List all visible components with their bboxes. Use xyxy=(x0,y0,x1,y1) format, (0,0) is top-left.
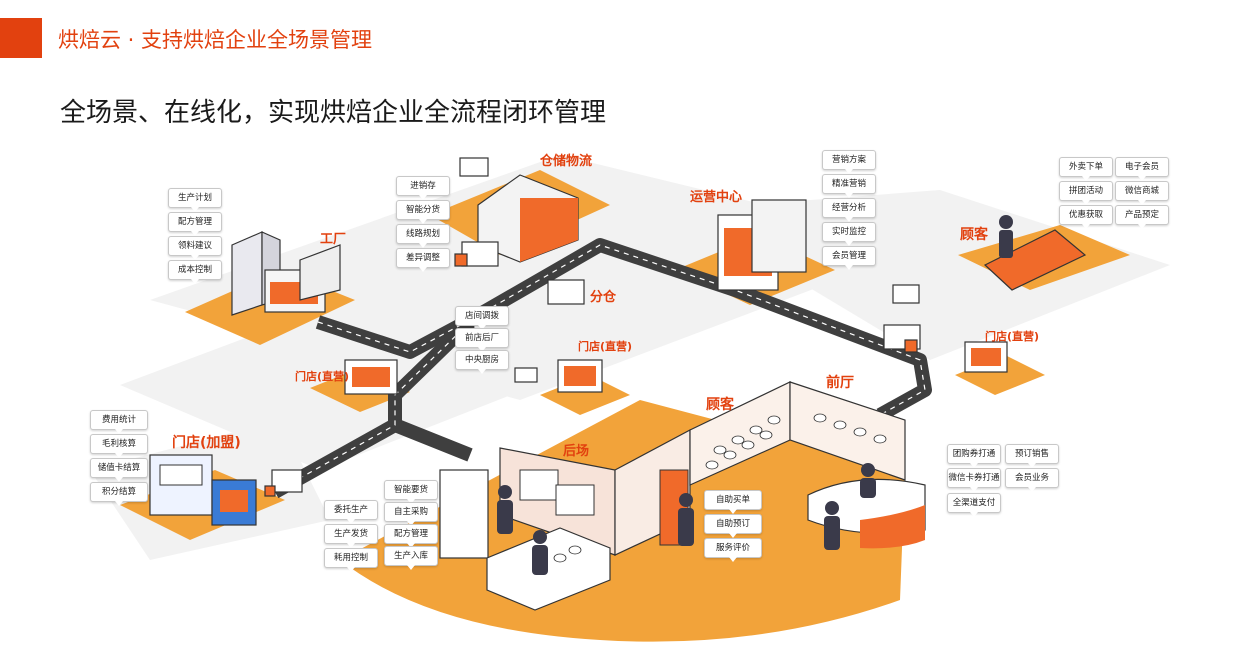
customer-store-tag: 自助预订 xyxy=(704,514,762,538)
back-kitchen-tag: 自主采购 xyxy=(384,502,438,526)
ops-center-tag: 精准营销 xyxy=(822,174,876,198)
bakery-items xyxy=(553,413,887,563)
people xyxy=(497,463,876,575)
branch-warehouse-label: 分仓 xyxy=(590,290,617,305)
back-kitchen-tag: 配方管理 xyxy=(384,524,438,548)
ops-center-tag: 营销方案 xyxy=(822,150,876,174)
store-direct-tag: 店间调拨 xyxy=(455,306,509,330)
factory-tag: 生产计划 xyxy=(168,188,222,212)
front-hall-label: 前厅 xyxy=(826,375,854,391)
store-direct-left-label: 门店(直营) xyxy=(295,370,350,383)
customer-online-tag: 优惠获取 xyxy=(1059,205,1113,229)
customer-online-tag: 产品预定 xyxy=(1115,205,1169,229)
warehouse-tag: 线路规划 xyxy=(396,224,450,248)
franchise-tag: 积分结算 xyxy=(90,482,148,506)
warehouse-building xyxy=(459,157,579,263)
franchise-tag: 毛利核算 xyxy=(90,434,148,458)
ops-center-tag: 经营分析 xyxy=(822,198,876,222)
factory-label: 工厂 xyxy=(320,232,347,247)
front-hall-tag: 全渠道支付 xyxy=(947,493,1001,517)
warehouse-label: 仓储物流 xyxy=(540,154,593,169)
front-hall-walls xyxy=(659,381,906,546)
store-direct-center-label: 门店(直营) xyxy=(578,340,633,353)
store-direct-tag: 中央厨房 xyxy=(455,350,509,374)
franchise-tag: 费用统计 xyxy=(90,410,148,434)
direct-store-buildings xyxy=(344,284,1008,395)
road-dashes xyxy=(274,244,926,493)
back-kitchen-label: 后场 xyxy=(563,444,590,459)
header-title: 烘焙云 · 支持烘焙企业全场景管理 xyxy=(58,28,373,52)
header-accent-bar xyxy=(0,18,42,58)
customer-store-tag: 服务评价 xyxy=(704,538,762,562)
factory-tag: 领料建议 xyxy=(168,236,222,260)
store-direct-tag: 前店后厂 xyxy=(455,328,509,352)
customer-online-tag: 微信商城 xyxy=(1115,181,1169,205)
page-subtitle: 全场景、在线化，实现烘焙企业全流程闭环管理 xyxy=(60,98,607,128)
back-kitchen-tag: 耗用控制 xyxy=(324,548,378,572)
front-hall-tag: 微信卡券打通 xyxy=(947,468,1001,492)
back-kitchen-tag: 智能要货 xyxy=(384,480,438,504)
store-franchise-label: 门店(加盟) xyxy=(172,435,241,451)
customer-online-tag: 外卖下单 xyxy=(1059,157,1113,181)
warehouse-tag: 差异调整 xyxy=(396,248,450,272)
ops-center-tag: 实时监控 xyxy=(822,222,876,246)
warehouse-tag: 进销存 xyxy=(396,176,450,200)
back-kitchen-tag: 生产入库 xyxy=(384,546,438,570)
factory-tag: 配方管理 xyxy=(168,212,222,236)
customer-online-tag: 拼团活动 xyxy=(1059,181,1113,205)
store-direct-right-label: 门店(直营) xyxy=(985,330,1040,343)
ops-center-label: 运营中心 xyxy=(690,190,743,205)
ops-center-building xyxy=(717,199,807,291)
delivery-trucks xyxy=(264,241,921,497)
customer-store-tag: 自助买单 xyxy=(704,490,762,514)
customer-store-label: 顾客 xyxy=(706,397,734,413)
online-customer-phone xyxy=(983,215,1087,291)
customer-online-tag: 电子会员 xyxy=(1115,157,1169,181)
warehouse-tag: 智能分货 xyxy=(396,200,450,224)
back-kitchen-tag: 生产发货 xyxy=(324,524,378,548)
front-hall-tag: 预订销售 xyxy=(1005,444,1059,468)
branch-warehouse-building xyxy=(547,279,585,305)
customer-online-label: 顾客 xyxy=(960,227,988,243)
factory-buildings xyxy=(231,231,341,316)
factory-tag: 成本控制 xyxy=(168,260,222,284)
back-kitchen-tag: 委托生产 xyxy=(324,500,378,524)
franchise-tag: 储值卡结算 xyxy=(90,458,148,482)
franchise-store-building xyxy=(149,454,257,526)
front-hall-tag: 会员业务 xyxy=(1005,468,1059,492)
front-hall-tag: 团购券打通 xyxy=(947,444,1001,468)
ops-center-tag: 会员管理 xyxy=(822,246,876,270)
